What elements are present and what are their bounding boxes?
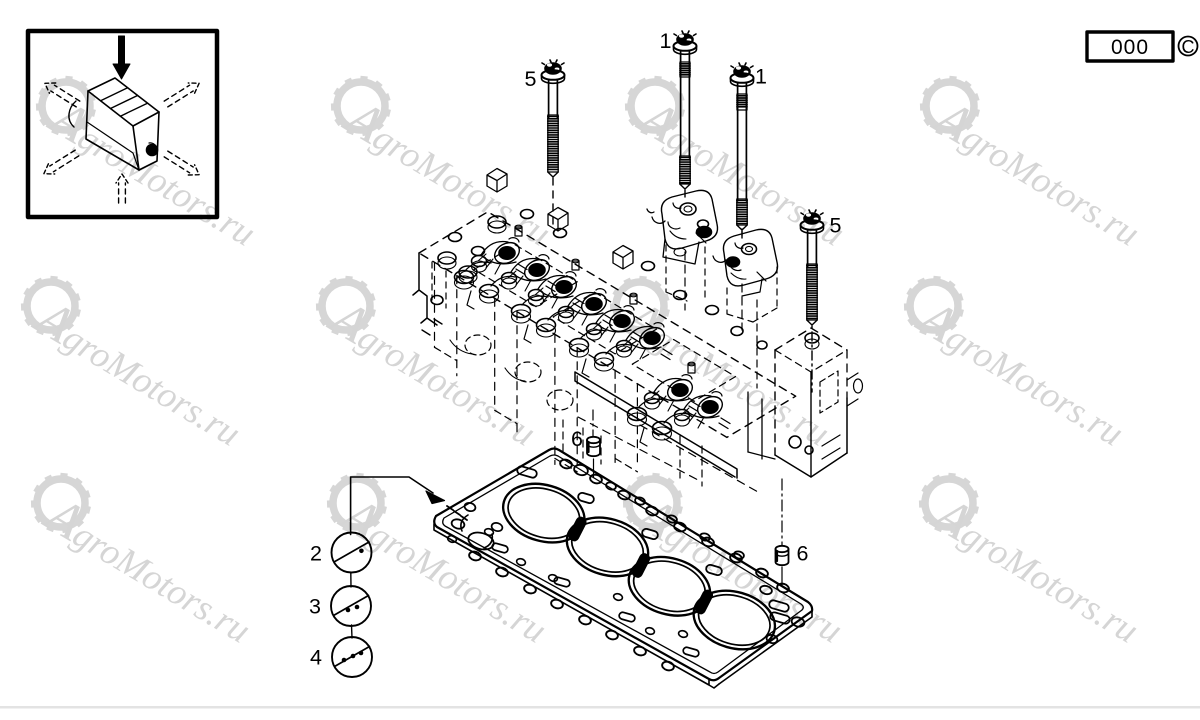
svg-text:C: C bbox=[1182, 37, 1195, 57]
svg-text:5: 5 bbox=[525, 67, 537, 91]
svg-text:000: 000 bbox=[1111, 36, 1149, 59]
svg-text:5: 5 bbox=[830, 214, 842, 238]
svg-text:2: 2 bbox=[310, 542, 322, 566]
svg-text:1: 1 bbox=[755, 65, 767, 89]
svg-text:3: 3 bbox=[309, 595, 321, 619]
svg-text:1: 1 bbox=[660, 29, 672, 53]
svg-text:4: 4 bbox=[310, 646, 322, 670]
svg-text:6: 6 bbox=[797, 542, 809, 566]
